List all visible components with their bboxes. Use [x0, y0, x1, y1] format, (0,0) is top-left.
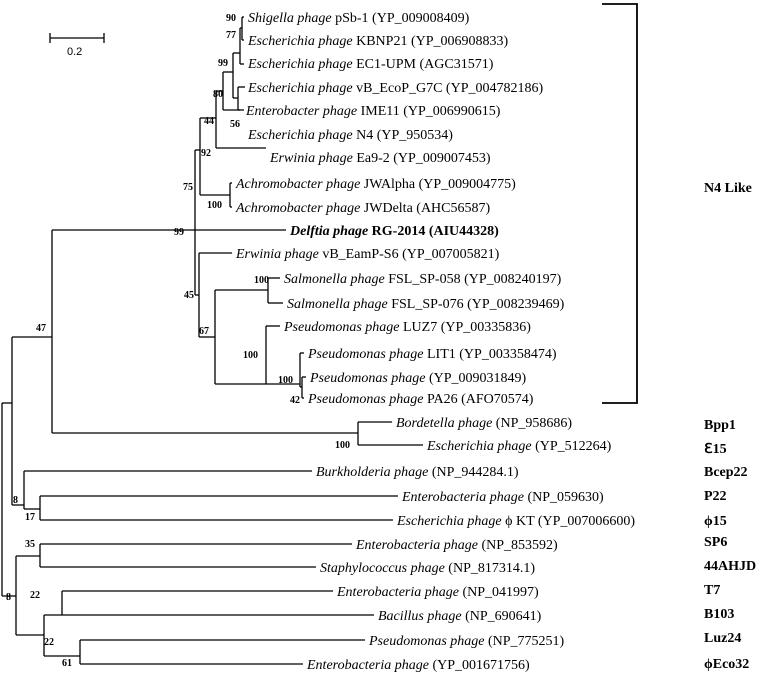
taxon-label: Erwinia phage Ea9-2 (YP_009007453) [269, 151, 491, 166]
bootstrap-value: 100 [254, 275, 269, 286]
bootstrap-value: 22 [30, 590, 40, 601]
bootstrap-value: 17 [25, 512, 35, 523]
taxon-label: Achromobacter phage JWAlpha (YP_00900477… [235, 177, 516, 192]
taxon-label: Pseudomonas phage LIT1 (YP_003358474) [307, 347, 557, 362]
group-label: ℇ15 [704, 442, 727, 457]
taxon-label: Pseudomonas phage LUZ7 (YP_00335836) [283, 320, 531, 335]
group-labels: N4 Like Bpp1 ℇ15 Bcep22 P22 ϕ15 SP6 44AH… [704, 181, 756, 672]
scale-bar: 0.2 [49, 33, 105, 58]
taxon-label: Salmonella phage FSL_SP-058 (YP_00824019… [284, 272, 562, 287]
group-label: 44AHJD [704, 559, 756, 574]
bootstrap-value: 100 [243, 350, 258, 361]
taxon-label: Pseudomonas phage (YP_009031849) [309, 371, 527, 386]
group-label: B103 [704, 607, 734, 622]
bootstrap-value: 100 [278, 375, 293, 386]
taxon-label: Staphylococcus phage (NP_817314.1) [320, 561, 535, 576]
group-label: ϕ15 [704, 514, 727, 529]
bootstrap-value: 56 [230, 119, 240, 130]
taxon-label: Escherichia phage EC1-UPM (AGC31571) [247, 57, 494, 72]
group-label: Bpp1 [704, 418, 736, 433]
bootstrap-value: 100 [335, 440, 350, 451]
taxon-label: Enterobacter phage IME11 (YP_006990615) [245, 104, 501, 119]
bootstrap-value: 99 [218, 58, 228, 69]
taxon-label: Bacillus phage (NP_690641) [378, 609, 542, 624]
bootstrap-value: 35 [25, 539, 35, 550]
taxon-label: Enterobacteria phage (NP_041997) [336, 585, 539, 600]
taxon-label: Erwinia phage vB_EamP-S6 (YP_007005821) [235, 247, 500, 262]
taxon-label: Pseudomonas phage PA26 (AFO70574) [307, 392, 534, 407]
taxon-label: Enterobacteria phage (NP_059630) [401, 490, 604, 505]
taxon-label: Burkholderia phage (NP_944284.1) [316, 465, 519, 480]
n4-like-bracket [602, 3, 638, 404]
bootstrap-value: 100 [207, 200, 222, 211]
taxon-label: Achromobacter phage JWDelta (AHC56587) [235, 201, 490, 216]
taxon-label: Escherichia phage (YP_512264) [426, 439, 612, 454]
taxon-label: Escherichia phage KBNP21 (YP_006908833) [247, 34, 508, 49]
bootstrap-value: 44 [204, 116, 214, 127]
bootstrap-value: 42 [290, 395, 300, 406]
bootstrap-value: 75 [183, 182, 193, 193]
taxon-label-highlight: Delftia phage RG-2014 (AIU44328) [289, 224, 499, 239]
bootstrap-value: 77 [226, 30, 236, 41]
group-label: SP6 [704, 535, 727, 550]
bootstrap-value: 61 [62, 658, 72, 669]
tree-branches [1, 16, 423, 665]
bootstrap-values: 90 77 99 80 44 56 92 75 100 99 100 45 67… [6, 13, 350, 669]
bootstrap-value: 80 [213, 89, 223, 100]
taxon-label: Pseudomonas phage (NP_775251) [368, 634, 565, 649]
taxon-label: Escherichia phage ϕ KT (YP_007006600) [396, 514, 635, 529]
scale-bar-label: 0.2 [67, 46, 82, 58]
bootstrap-value: 47 [36, 323, 46, 334]
bootstrap-value: 8 [13, 495, 18, 506]
bootstrap-value: 67 [199, 326, 209, 337]
bootstrap-value: 22 [44, 637, 54, 648]
group-label: P22 [704, 489, 727, 504]
taxon-label: Salmonella phage FSL_SP-076 (YP_00823946… [287, 297, 565, 312]
bootstrap-value: 90 [226, 13, 236, 24]
bootstrap-value: 99 [174, 227, 184, 238]
group-label: Luz24 [704, 631, 741, 646]
bootstrap-value: 92 [201, 148, 211, 159]
taxon-label: Escherichia phage N4 (YP_950534) [247, 128, 453, 143]
bootstrap-value: 45 [184, 290, 194, 301]
taxon-label: Escherichia phage vB_EcoP_G7C (YP_004782… [247, 81, 543, 96]
group-label: T7 [704, 583, 720, 598]
taxon-label: Shigella phage pSb-1 (YP_009008409) [248, 11, 470, 26]
group-label-n4-like: N4 Like [704, 181, 752, 196]
taxon-label: Enterobacteria phage (NP_853592) [355, 538, 558, 553]
taxon-label: Bordetella phage (NP_958686) [396, 416, 572, 431]
group-label: Bcep22 [704, 465, 748, 480]
taxon-labels: Shigella phage pSb-1 (YP_009008409) Esch… [235, 11, 635, 673]
bootstrap-value: 8 [6, 592, 11, 603]
taxon-label: Enterobacteria phage (YP_001671756) [306, 658, 530, 673]
group-label: ϕEco32 [704, 657, 749, 672]
